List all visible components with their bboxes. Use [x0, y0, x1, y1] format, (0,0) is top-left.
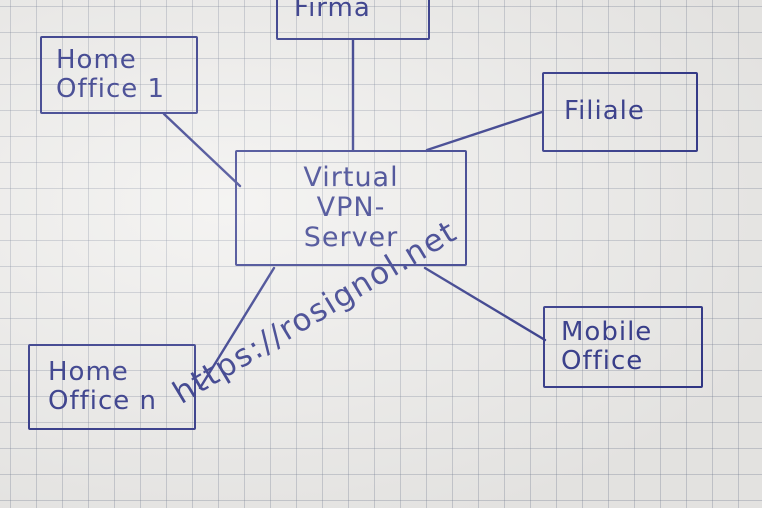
edge-vpn-mobile: [423, 266, 547, 342]
node-firma: Firma: [276, 0, 430, 40]
node-home-office-n-line-2: Office n: [48, 386, 158, 416]
node-home-office-1-line-1: Home: [56, 44, 137, 75]
node-home-office-n-line-1: Home: [48, 356, 129, 387]
node-filiale: Filiale: [542, 72, 698, 152]
node-filiale-line-1: Filiale: [564, 96, 645, 127]
edge-vpn-filiale: [425, 110, 544, 152]
node-home-office-1-line-2: Office 1: [56, 74, 166, 104]
node-mobile-office-line-1: Mobile: [561, 316, 653, 347]
node-firma-line-1: Firma: [294, 0, 371, 24]
node-vpn-line-1: Virtual: [303, 161, 399, 193]
node-mobile-office: Mobile Office: [543, 306, 703, 388]
node-vpn-line-3: Server: [303, 222, 399, 254]
node-vpn-line-2: VPN-: [316, 191, 386, 223]
node-virtual-vpn-server: Virtual VPN- Server: [235, 150, 467, 266]
edge-vpn-homen: [198, 266, 276, 390]
node-home-office-1: Home Office 1: [40, 36, 198, 114]
edge-vpn-home1: [162, 112, 242, 188]
node-home-office-n: Home Office n: [28, 344, 196, 430]
node-mobile-office-line-2: Office: [561, 346, 644, 376]
